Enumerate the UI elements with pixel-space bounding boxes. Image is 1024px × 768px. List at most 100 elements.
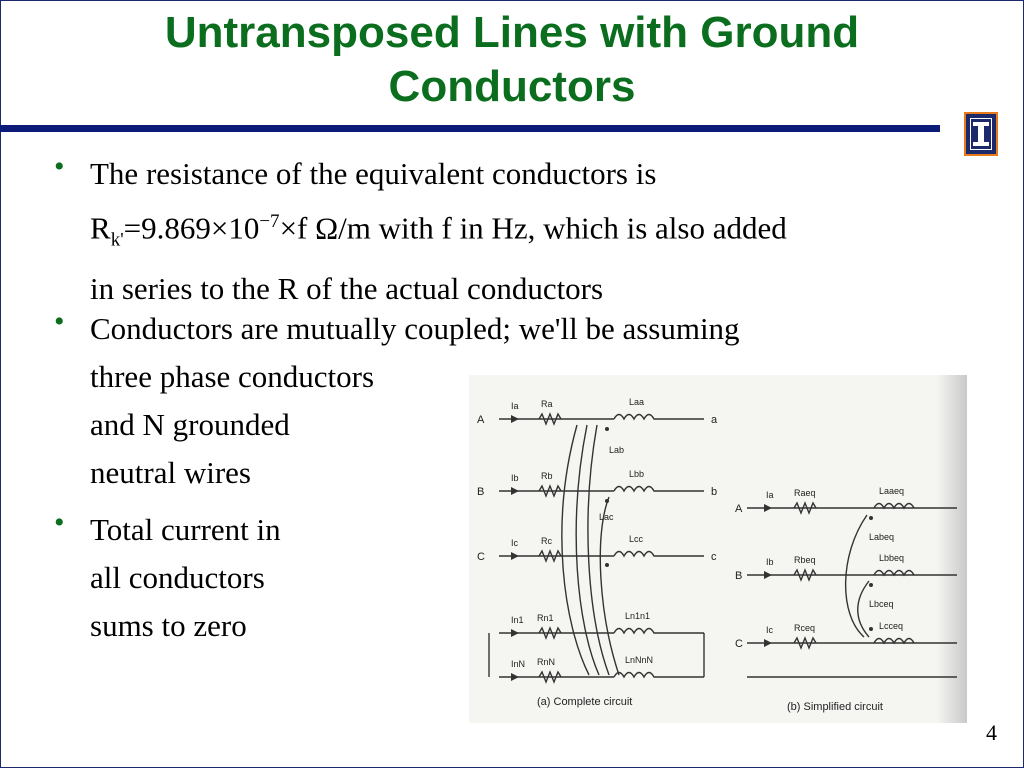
b-resistor-rbeq-shape bbox=[793, 568, 817, 582]
a-mutual-arc-4 bbox=[599, 496, 620, 676]
title-rule bbox=[0, 125, 940, 132]
a-ind-laa: Laa bbox=[629, 397, 644, 407]
a-ind-ln1n1: Ln1n1 bbox=[625, 611, 650, 621]
page-number: 4 bbox=[986, 720, 997, 745]
a-node-B: B bbox=[477, 486, 484, 498]
a-mutual-arc-1 bbox=[561, 424, 590, 676]
b-current-ib: Ib bbox=[766, 557, 774, 567]
a-current-in1: In1 bbox=[511, 615, 524, 625]
a-arrow-a bbox=[511, 415, 519, 423]
b-ind-laaeq: Laaeq bbox=[879, 486, 904, 496]
arrow-heads bbox=[511, 415, 873, 681]
b-inductor-laaeq-shape bbox=[873, 502, 915, 510]
a-inductor-ln1n1-shape bbox=[613, 627, 704, 635]
b-node-C: C bbox=[735, 638, 743, 650]
a-mut-lab: Lab bbox=[609, 445, 624, 455]
a-current-ia: Ia bbox=[511, 401, 519, 411]
b-mut-lbceq: Lbceq bbox=[869, 599, 894, 609]
b-dot-1 bbox=[869, 516, 873, 520]
a-arrow-c bbox=[511, 552, 519, 560]
a-mut-lac: Lac bbox=[599, 512, 614, 522]
a-resistor-rn1-shape bbox=[538, 626, 562, 640]
b-mutual-arc-2 bbox=[857, 580, 870, 638]
a-res-rb: Rb bbox=[541, 471, 553, 481]
caption-b: (b) Simplified circuit bbox=[787, 701, 883, 713]
slide-title: Untransposed Lines with Ground Conductor… bbox=[60, 6, 964, 114]
b-node-A: A bbox=[735, 503, 743, 515]
a-dot-2 bbox=[605, 499, 609, 503]
b-res-rceq: Rceq bbox=[794, 623, 815, 633]
b-dot-3 bbox=[869, 627, 873, 631]
a-resistor-rc-shape bbox=[538, 549, 562, 563]
a-arrow-nN bbox=[511, 673, 519, 681]
b-ind-lcceq: Lcceq bbox=[879, 621, 903, 631]
b-mut-labeq: Labeq bbox=[869, 532, 894, 542]
a-resistor-ra-shape bbox=[538, 412, 562, 426]
bullet-1-line-3: in series to the R of the actual conduct… bbox=[90, 270, 604, 306]
a-res-rn1: Rn1 bbox=[537, 613, 554, 623]
b-inductor-lbbeq-shape bbox=[873, 569, 915, 577]
a-node-C: C bbox=[477, 551, 485, 563]
b-arrow-a bbox=[764, 504, 772, 512]
logo-border bbox=[970, 118, 992, 150]
a-ind-lcc: Lcc bbox=[629, 534, 644, 544]
a-mutual-arc-2 bbox=[575, 424, 600, 676]
bullet-1-text: The resistance of the equivalent conduct… bbox=[90, 150, 1000, 313]
title-line-2: Conductors bbox=[388, 62, 636, 111]
bullet-2-line-1: Conductors are mutually coupled; we'll b… bbox=[90, 311, 740, 346]
bullet-1-line-1: The resistance of the equivalent conduct… bbox=[90, 156, 657, 191]
a-out-b: b bbox=[711, 486, 717, 498]
a-inductor-lcc-shape bbox=[613, 550, 704, 558]
a-dot-1 bbox=[605, 427, 609, 431]
b-arrow-c bbox=[764, 639, 772, 647]
bullet-3-line-3: sums to zero bbox=[90, 608, 247, 643]
a-arrow-b bbox=[511, 487, 519, 495]
b-resistor-raeq-shape bbox=[793, 501, 817, 515]
a-inductor-laa-shape bbox=[613, 413, 704, 421]
bullet-2-icon: • bbox=[54, 305, 65, 338]
circuit-figure: A B C a b c Ia Ib Ic In1 InN Ra Rb Rc Rn… bbox=[469, 375, 967, 723]
resistance-symbol: R bbox=[90, 210, 111, 246]
bullet-2-text: Conductors are mutually coupled; we'll b… bbox=[90, 305, 970, 497]
a-current-ic: Ic bbox=[511, 538, 519, 548]
a-resistor-rb-shape bbox=[538, 484, 562, 498]
resistance-value: =9.869×10 bbox=[123, 210, 260, 246]
b-node-B: B bbox=[735, 570, 742, 582]
bullet-3-icon: • bbox=[54, 506, 65, 539]
a-mutual-arc-3 bbox=[587, 424, 610, 676]
a-node-A: A bbox=[477, 414, 485, 426]
bullet-3-text: Total current in all conductors sums to … bbox=[90, 506, 450, 650]
b-current-ia: Ia bbox=[766, 490, 774, 500]
title-line-1: Untransposed Lines with Ground bbox=[164, 8, 860, 57]
scan-shadow bbox=[937, 375, 967, 723]
resistance-exponent: −7 bbox=[259, 211, 280, 232]
bullet-3-line-1: Total current in bbox=[90, 512, 281, 547]
bullet-1-line-2: Rk'=9.869×10−7×f Ω/m with f in Hz, which… bbox=[90, 198, 1000, 265]
bullet-3-line-2: all conductors bbox=[90, 560, 265, 595]
bullet-1-icon: • bbox=[54, 150, 65, 183]
b-inductor-lcceq-shape bbox=[873, 637, 915, 645]
a-inductor-lbb-shape bbox=[613, 485, 704, 493]
circuit-diagram: A B C a b c Ia Ib Ic In1 InN Ra Rb Rc Rn… bbox=[477, 397, 957, 713]
a-res-rc: Rc bbox=[541, 536, 552, 546]
a-ind-lbb: Lbb bbox=[629, 469, 644, 479]
a-dot-3 bbox=[605, 563, 609, 567]
bullet-2-line-4: neutral wires bbox=[90, 455, 251, 490]
logo-serif-bottom bbox=[973, 142, 989, 146]
bullet-2-line-2: three phase conductors bbox=[90, 359, 375, 394]
b-ind-lbbeq: Lbbeq bbox=[879, 553, 904, 563]
caption-a: (a) Complete circuit bbox=[537, 696, 632, 708]
b-mutual-arc-1 bbox=[844, 514, 868, 638]
b-res-raeq: Raeq bbox=[794, 488, 816, 498]
a-current-ib: Ib bbox=[511, 473, 519, 483]
a-res-ra: Ra bbox=[541, 399, 553, 409]
logo-stem bbox=[978, 124, 984, 144]
a-res-rnN: RnN bbox=[537, 657, 555, 667]
bullet-2-line-3: and N grounded bbox=[90, 407, 290, 442]
b-res-rbeq: Rbeq bbox=[794, 555, 816, 565]
a-out-c: c bbox=[711, 551, 717, 563]
b-dot-2 bbox=[869, 583, 873, 587]
a-resistor-rnN-shape bbox=[538, 670, 562, 684]
a-inductor-lnNnN-shape bbox=[613, 671, 704, 679]
b-resistor-rceq-shape bbox=[793, 636, 817, 650]
